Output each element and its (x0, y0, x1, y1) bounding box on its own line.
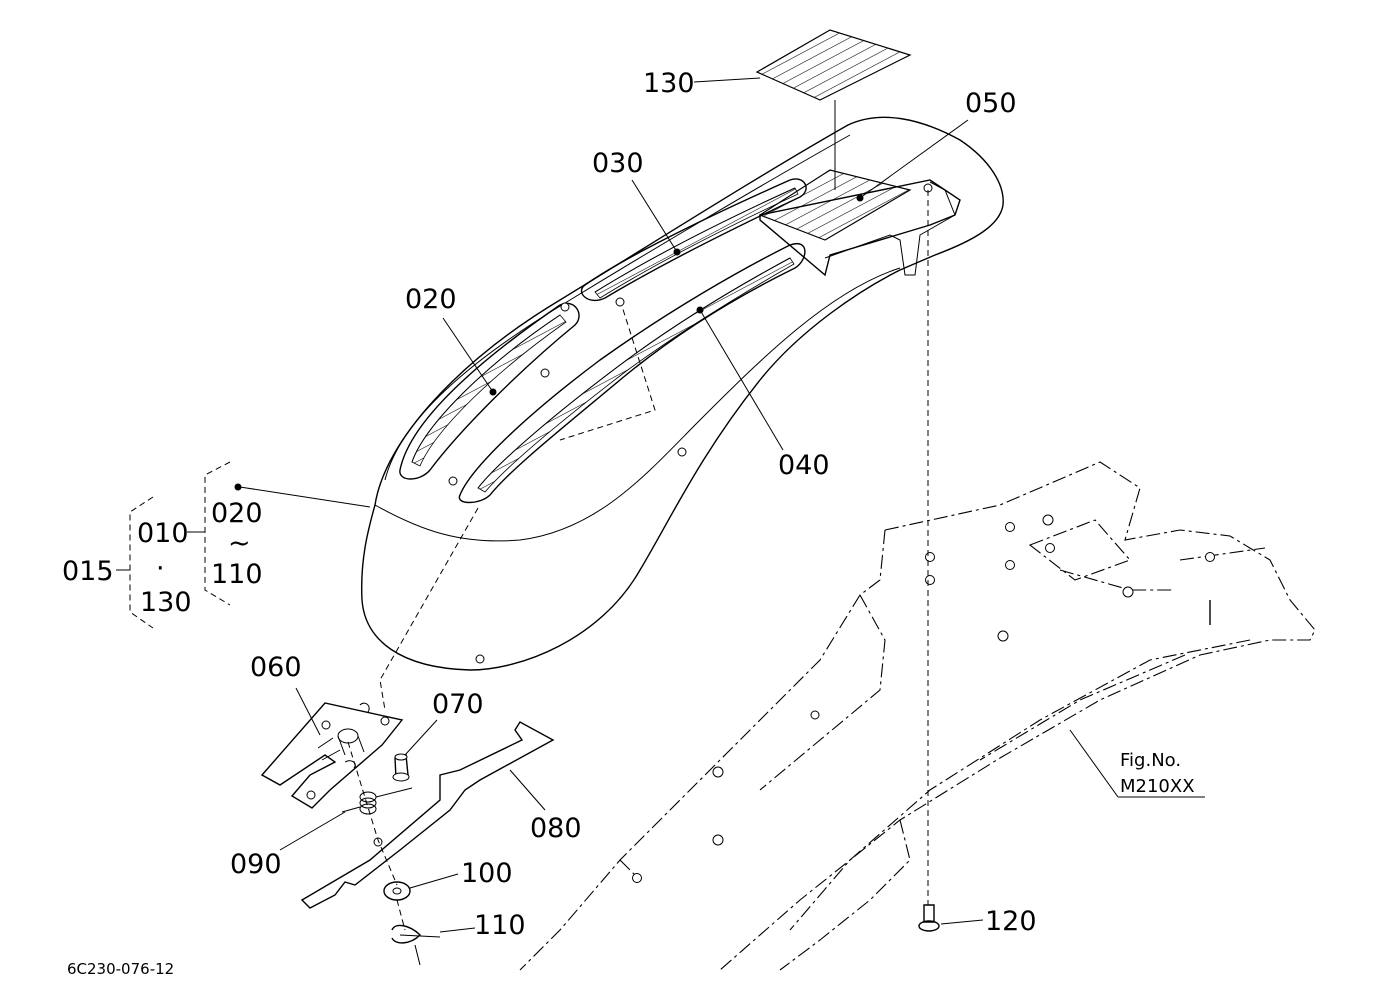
group-bracket (116, 461, 231, 629)
figure-ref-line1: Fig.No. (1120, 750, 1181, 771)
label-050: 050 (965, 88, 1017, 119)
label-015: 015 (62, 556, 114, 587)
leader-dots (234, 194, 864, 491)
spring-090 (341, 787, 413, 815)
label-070: 070 (432, 689, 484, 720)
seal-strips (411, 187, 799, 493)
figure-reference: Fig.No. M210XX (1120, 750, 1195, 797)
drawing-code: 6C230-076-12 (67, 960, 174, 978)
bracket-plate (260, 702, 404, 809)
pin-110 (391, 924, 441, 944)
dot-separator: · (156, 553, 165, 584)
label-020: 020 (405, 284, 457, 315)
label-020-range-start: 020 (211, 498, 263, 529)
label-040: 040 (778, 450, 830, 481)
label-110: 110 (474, 910, 526, 941)
range-separator: ~ (228, 528, 251, 559)
label-010: 010 (137, 518, 189, 549)
label-080: 080 (530, 813, 582, 844)
label-090: 090 (230, 849, 282, 880)
figure-ref-line2: M210XX (1120, 776, 1195, 797)
label-100: 100 (461, 858, 513, 889)
armrest-body (360, 116, 1004, 671)
leader-lines (239, 77, 1205, 933)
pad-050 (758, 169, 912, 241)
label-120: 120 (985, 906, 1037, 937)
lever-plate (300, 721, 555, 909)
label-110-range-end: 110 (211, 559, 263, 590)
screw-120 (918, 904, 940, 932)
assembly-lines (347, 190, 929, 966)
label-060: 060 (250, 652, 302, 683)
part-labels: 130 050 030 020 040 010 015 020 ~ 110 · … (62, 68, 1037, 941)
bolt-070 (392, 753, 410, 782)
label-130-group: 130 (140, 587, 192, 618)
pad-130 (755, 29, 912, 101)
label-030: 030 (592, 148, 644, 179)
label-130: 130 (643, 68, 695, 99)
frame-outline (519, 461, 1316, 971)
